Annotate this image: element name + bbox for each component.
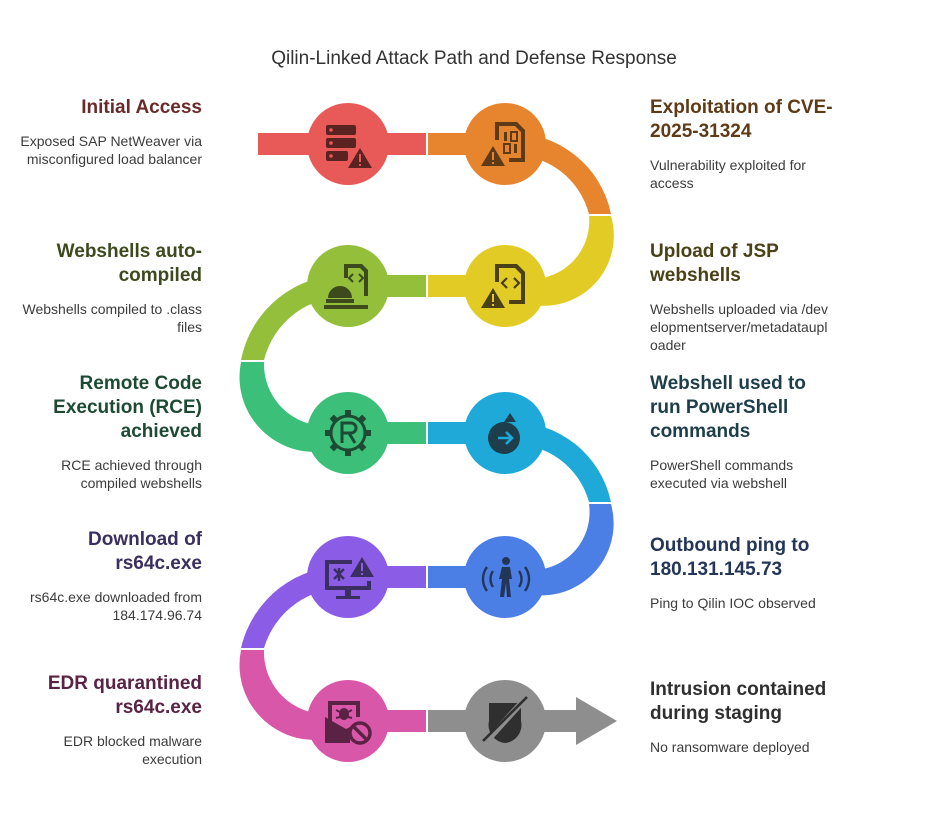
step-3-title: Upload of JSP webshells bbox=[650, 241, 779, 286]
step-5-title: Remote Code Execution (RCE) achieved bbox=[53, 373, 202, 442]
code-file-warning-icon bbox=[481, 264, 525, 308]
step-8-text: Download of rs64c.exe rs64c.exe download… bbox=[12, 528, 202, 624]
step-2-title: Exploitation of CVE-2025-31324 bbox=[650, 97, 833, 142]
r-gear-icon bbox=[325, 410, 371, 456]
step-6-title: Webshell used to run PowerShell commands bbox=[650, 373, 806, 442]
step-5-segment bbox=[239, 362, 426, 474]
arrow-circle-icon bbox=[488, 413, 520, 454]
step-4-title: Webshells auto-compiled bbox=[56, 241, 202, 286]
diagram-title: Qilin-Linked Attack Path and Defense Res… bbox=[271, 48, 677, 69]
step-8-segment bbox=[241, 536, 426, 648]
step-3-text: Upload of JSP webshells Webshells upload… bbox=[650, 240, 940, 354]
step-4-text: Webshells auto-compiled Webshells compil… bbox=[12, 240, 202, 336]
monitor-malware-icon bbox=[325, 557, 374, 599]
step-10-title: Intrusion contained during staging bbox=[650, 679, 827, 724]
step-9-title: EDR quarantined rs64c.exe bbox=[47, 673, 202, 718]
step-10-segment bbox=[428, 680, 617, 762]
step-1-title: Initial Access bbox=[81, 97, 202, 118]
step-6-desc: PowerShell commands executed via webshel… bbox=[650, 457, 794, 491]
step-3-desc: Webshells uploaded via /developmentserve… bbox=[650, 301, 828, 353]
step-8-desc: rs64c.exe downloaded from 184.174.96.74 bbox=[30, 589, 202, 623]
step-10-text: Intrusion contained during staging No ra… bbox=[650, 678, 850, 756]
step-9-text: EDR quarantined rs64c.exe EDR blocked ma… bbox=[12, 672, 202, 768]
step-2-desc: Vulnerability exploited for access bbox=[650, 157, 806, 191]
server-warning-icon bbox=[326, 125, 372, 168]
step-5-text: Remote Code Execution (RCE) achieved RCE… bbox=[12, 372, 202, 492]
step-5-desc: RCE achieved through compiled webshells bbox=[61, 457, 202, 491]
step-7-text: Outbound ping to 180.131.145.73 Ping to … bbox=[650, 534, 840, 612]
step-1-text: Initial Access Exposed SAP NetWeaver via… bbox=[12, 96, 202, 168]
binary-file-warning-icon bbox=[481, 122, 525, 166]
step-10-desc: No ransomware deployed bbox=[650, 739, 810, 755]
step-4-desc: Webshells compiled to .class files bbox=[22, 301, 202, 335]
step-9-desc: EDR blocked malware execution bbox=[63, 733, 203, 767]
step-6-text: Webshell used to run PowerShell commands… bbox=[650, 372, 840, 492]
step-9-segment bbox=[239, 650, 426, 762]
step-7-segment bbox=[428, 504, 614, 618]
shield-off-icon bbox=[482, 696, 528, 746]
step-2-text: Exploitation of CVE-2025-31324 Vulnerabi… bbox=[650, 96, 850, 192]
step-6-segment bbox=[428, 392, 611, 502]
step-7-title: Outbound ping to 180.131.145.73 bbox=[650, 535, 810, 580]
mail-bug-blocked-icon bbox=[325, 701, 372, 745]
step-8-title: Download of rs64c.exe bbox=[88, 529, 202, 574]
step-1-desc: Exposed SAP NetWeaver via misconfigured … bbox=[20, 133, 202, 167]
code-construction-icon bbox=[324, 264, 368, 309]
step-7-desc: Ping to Qilin IOC observed bbox=[650, 595, 816, 611]
end-arrowhead bbox=[576, 697, 617, 745]
